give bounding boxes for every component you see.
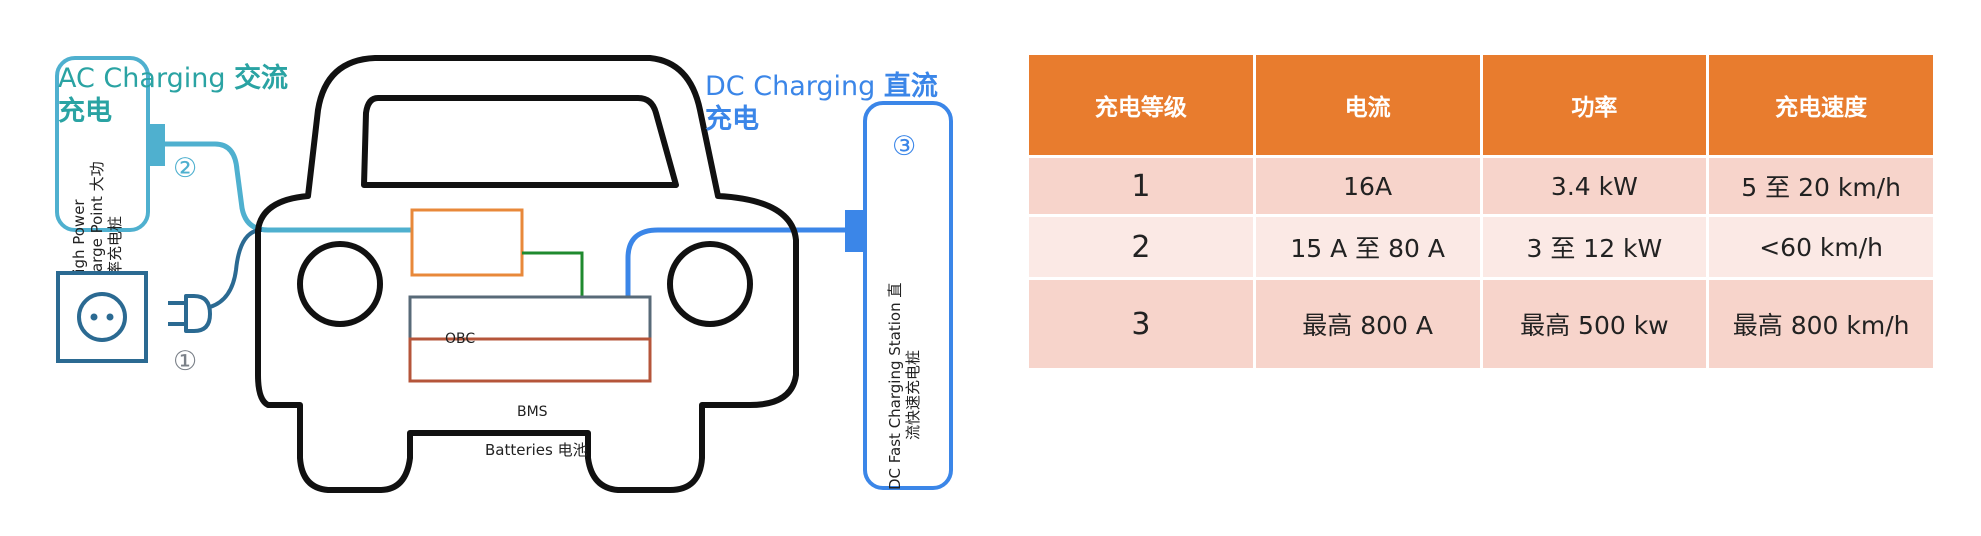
ac-charging-label-zh: 交流充电 xyxy=(58,63,289,127)
bms-label: BMS xyxy=(517,404,548,420)
marker-2: ② xyxy=(173,153,197,184)
header-power: 功率 xyxy=(1479,52,1710,158)
car-outline-icon xyxy=(255,55,799,493)
batteries-label: Batteries 电池 xyxy=(485,441,588,459)
table-row: 3 最高 800 A 最高 500 kw 最高 800 km/h xyxy=(1026,277,1936,371)
cell-current: 15 A 至 80 A xyxy=(1252,214,1483,280)
marker-1: ① xyxy=(173,346,197,377)
cell-speed: 最高 800 km/h xyxy=(1706,277,1936,371)
table-row: 2 15 A 至 80 A 3 至 12 kW <60 km/h xyxy=(1026,214,1936,280)
obc-module xyxy=(410,208,524,277)
dc-charging-label-zh: 直流充电 xyxy=(705,71,938,135)
obc-bms-link xyxy=(522,251,584,297)
header-charging-speed: 充电速度 xyxy=(1706,52,1936,158)
dc-charging-label-en: DC Charging xyxy=(705,71,876,102)
charging-diagram: OBC BMS Batteries 电池 High Power Charge P… xyxy=(55,55,953,493)
dc-cable xyxy=(625,227,851,296)
header-current: 电流 xyxy=(1252,52,1483,158)
wall-socket-icon xyxy=(56,271,148,363)
cell-level: 3 xyxy=(1026,277,1256,371)
dc-station-label-line2: 流快速充电桩 xyxy=(904,350,922,440)
header-charging-level: 充电等级 xyxy=(1026,52,1256,158)
cell-power: 3.4 kW xyxy=(1479,155,1710,217)
battery-pack xyxy=(408,337,652,383)
obc-label: OBC xyxy=(445,331,475,347)
dc-charger-icon xyxy=(845,101,953,490)
cell-level: 1 xyxy=(1026,155,1256,217)
marker-3: ③ xyxy=(892,131,916,162)
charging-level-table: 充电等级 电流 功率 充电速度 1 16A 3.4 kW 5 至 20 km/h… xyxy=(1026,52,1936,371)
dc-charging-label: DC Charging 直流充电 xyxy=(705,70,945,136)
socket-cable xyxy=(209,228,263,309)
ac-charging-label: AC Charging 交流充电 xyxy=(58,62,308,128)
dc-station-label-line1: DC Fast Charging Station 直 xyxy=(886,283,904,490)
table-row: 1 16A 3.4 kW 5 至 20 km/h xyxy=(1026,155,1936,217)
cell-power: 最高 500 kw xyxy=(1479,277,1710,371)
ac-charging-label-en: AC Charging xyxy=(58,63,226,94)
cell-speed: <60 km/h xyxy=(1706,214,1936,280)
ac-charger-icon xyxy=(55,56,165,232)
ac-station-label-line2: Charge Point 大功 xyxy=(88,161,106,292)
cell-current: 16A xyxy=(1252,155,1483,217)
cell-current: 最高 800 A xyxy=(1252,277,1483,371)
table-header-row: 充电等级 电流 功率 充电速度 xyxy=(1026,52,1936,158)
ac-station-label-line3: 率充电桩 xyxy=(106,216,124,276)
plug-icon xyxy=(168,294,212,333)
cell-speed: 5 至 20 km/h xyxy=(1706,155,1936,217)
cell-power: 3 至 12 kW xyxy=(1479,214,1710,280)
cell-level: 2 xyxy=(1026,214,1256,280)
ac-station-label-line1: High Power xyxy=(70,199,88,284)
